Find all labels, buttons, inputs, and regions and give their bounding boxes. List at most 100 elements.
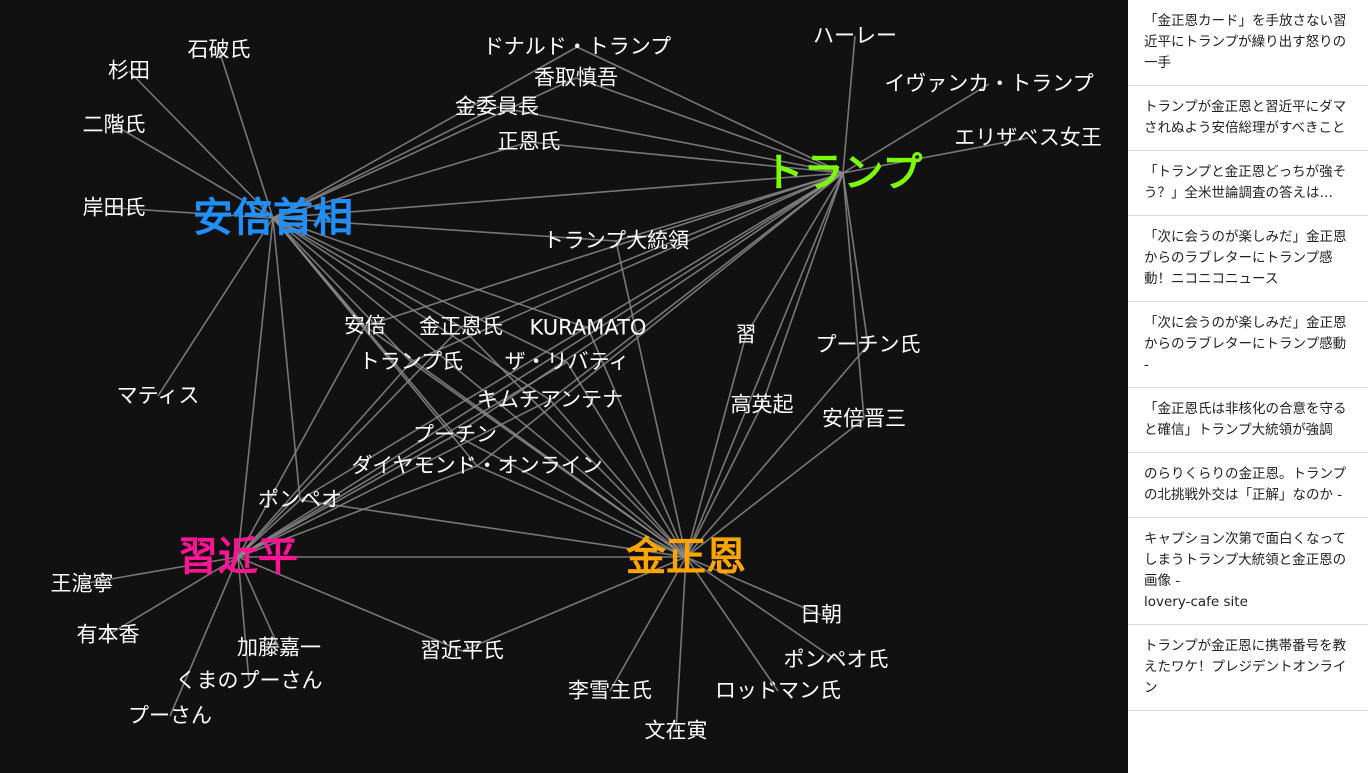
edge-xi	[237, 556, 250, 682]
edge-abe	[128, 70, 274, 219]
article-title: 「次に会うのが楽しみだ」金正恩からのラブレターにトランプ感動！ニコニコニュース	[1144, 229, 1347, 287]
graph-node[interactable]: 加藤嘉一	[237, 635, 321, 660]
graph-node[interactable]: マティス	[116, 383, 200, 408]
graph-node[interactable]: 二階氏	[82, 112, 146, 137]
graph-node[interactable]: 李雪主氏	[568, 678, 652, 703]
edge-kim	[460, 326, 687, 558]
graph-node[interactable]: エリザベス女王	[954, 125, 1102, 150]
edge-trump	[496, 106, 844, 174]
graph-node[interactable]: 高英起	[730, 392, 794, 417]
edge-layer	[81, 35, 1029, 732]
graph-hub-xi[interactable]: 習近平	[178, 534, 298, 580]
graph-hub-trump[interactable]: トランプ	[763, 150, 923, 196]
graph-node[interactable]: KURAMATO	[529, 315, 647, 340]
edge-xi	[237, 556, 463, 652]
graph-node[interactable]: 石破氏	[187, 37, 251, 62]
graph-node[interactable]: プーさん	[128, 703, 212, 728]
edge-trump	[576, 46, 844, 174]
edge-kim	[685, 418, 865, 558]
edge-abe	[272, 217, 617, 242]
graph-node[interactable]: キムチアンテナ	[476, 387, 624, 412]
article-link[interactable]: 「次に会うのが楽しみだ」金正恩からのラブレターにトランプ感動 -	[1128, 302, 1368, 388]
article-link[interactable]: 「トランプと金正恩どっちが強そう？」全米世論調査の答えは…	[1128, 151, 1368, 216]
article-title: キャプション次第で面白くなってしまうトランプ大統領と金正恩の画像 -	[1144, 531, 1347, 589]
article-title: 「金正恩氏は非核化の合意を守ると確信」トランプ大統領が強調	[1144, 401, 1347, 438]
graph-node[interactable]: 正恩氏	[497, 129, 561, 154]
article-link[interactable]: トランプが金正恩に携帯番号を教えたワケ！プレジデントオンライン	[1128, 625, 1368, 711]
edge-xi	[237, 361, 568, 558]
graph-node[interactable]: 岸田氏	[82, 195, 146, 220]
graph-node[interactable]: 王滬寧	[50, 571, 114, 596]
edge-abe	[272, 106, 498, 219]
graph-hub-kim[interactable]: 金正恩	[626, 534, 746, 580]
graph-node[interactable]: 香取慎吾	[534, 65, 618, 90]
graph-node[interactable]: 日朝	[800, 602, 842, 627]
edge-trump	[842, 83, 990, 174]
edge-abe-kim	[272, 217, 687, 558]
edge-trump	[364, 172, 844, 327]
graph-node[interactable]: 文在寅	[644, 718, 708, 743]
edge-xi	[237, 499, 301, 558]
article-link[interactable]: キャプション次第で面白くなってしまうトランプ大統領と金正恩の画像 - lovery…	[1128, 518, 1368, 625]
graph-node[interactable]: 有本香	[76, 622, 140, 647]
edge-trump	[476, 172, 844, 467]
graph-node[interactable]: ポンペオ	[258, 487, 342, 512]
edge-trump-xi	[237, 172, 844, 558]
edge-kim	[410, 361, 687, 558]
graph-node[interactable]: ドナルド・トランプ	[482, 34, 672, 59]
graph-node[interactable]: 安倍晋三	[822, 406, 906, 431]
edge-abe	[157, 217, 274, 397]
edge-abe	[113, 124, 274, 219]
edge-abe	[272, 217, 462, 328]
graph-node[interactable]: トランプ氏	[358, 349, 464, 374]
edge-trump	[528, 141, 844, 174]
edge-kim	[685, 556, 837, 661]
edge-xi	[107, 556, 239, 636]
graph-node[interactable]: ハーレー	[813, 23, 897, 48]
article-link[interactable]: 「次に会うのが楽しみだ」金正恩からのラブレターにトランプ感動！ニコニコニュース	[1128, 216, 1368, 302]
article-title: 「トランプと金正恩どっちが強そう？」全米世論調査の答えは…	[1144, 164, 1347, 201]
article-link[interactable]: 「金正恩氏は非核化の合意を守ると確信」トランプ大統領が強調	[1128, 388, 1368, 453]
graph-node[interactable]: ザ・リバティ	[504, 349, 630, 374]
graph-node[interactable]: ポンペオ氏	[783, 647, 889, 672]
graph-node[interactable]: 金委員長	[455, 94, 539, 119]
edge-kim	[685, 344, 869, 558]
article-link[interactable]: 「金正恩カード」を手放さない習近平にトランプが繰り出す怒りの一手	[1128, 0, 1368, 86]
graph-node[interactable]: 金正恩氏	[419, 314, 503, 339]
edge-abe	[272, 217, 301, 501]
edge-trump	[842, 172, 865, 420]
edge-abe-xi	[237, 217, 274, 558]
edge-abe	[272, 217, 589, 329]
graph-node[interactable]: 習	[735, 322, 757, 347]
edge-xi	[237, 326, 462, 558]
edge-xi	[237, 556, 280, 649]
graph-node[interactable]: プーチン	[413, 422, 497, 447]
edge-trump	[842, 172, 869, 346]
graph-hub-abe[interactable]: 安倍首相	[193, 195, 353, 241]
article-source: lovery-cafe site	[1144, 594, 1248, 610]
graph-node[interactable]: トランプ大統領	[542, 228, 690, 253]
edge-kim	[454, 434, 687, 558]
edge-kim	[685, 556, 779, 692]
edge-abe	[218, 49, 274, 219]
edge-trump	[454, 172, 844, 436]
edge-trump	[549, 172, 844, 401]
edge-kim	[615, 240, 687, 558]
graph-node[interactable]: イヴァンカ・トランプ	[884, 71, 1094, 96]
edge-kim	[476, 465, 687, 558]
edge-kim	[587, 327, 687, 558]
graph-node[interactable]: 杉田	[108, 58, 150, 83]
graph-node[interactable]: 安倍	[344, 313, 386, 338]
article-list: 「金正恩カード」を手放さない習近平にトランプが繰り出す怒りの一手 トランプが金正…	[1128, 0, 1368, 773]
edge-trump	[745, 172, 844, 336]
graph-node[interactable]: ロッドマン氏	[715, 678, 841, 703]
edge-abe	[113, 207, 274, 219]
edge-trump	[410, 172, 844, 363]
graph-node[interactable]: くまのプーさん	[175, 668, 323, 693]
graph-node[interactable]: 習近平氏	[420, 638, 504, 663]
graph-node[interactable]: プーチン氏	[815, 332, 921, 357]
edge-xi	[237, 325, 366, 558]
article-link[interactable]: トランプが金正恩と習近平にダマされぬよう安倍総理がすべきこと	[1128, 86, 1368, 151]
graph-node[interactable]: ダイヤモンド・オンライン	[351, 453, 603, 478]
article-link[interactable]: のらりくらりの金正恩。トランプの北挑戦外交は「正解」なのか -	[1128, 453, 1368, 518]
